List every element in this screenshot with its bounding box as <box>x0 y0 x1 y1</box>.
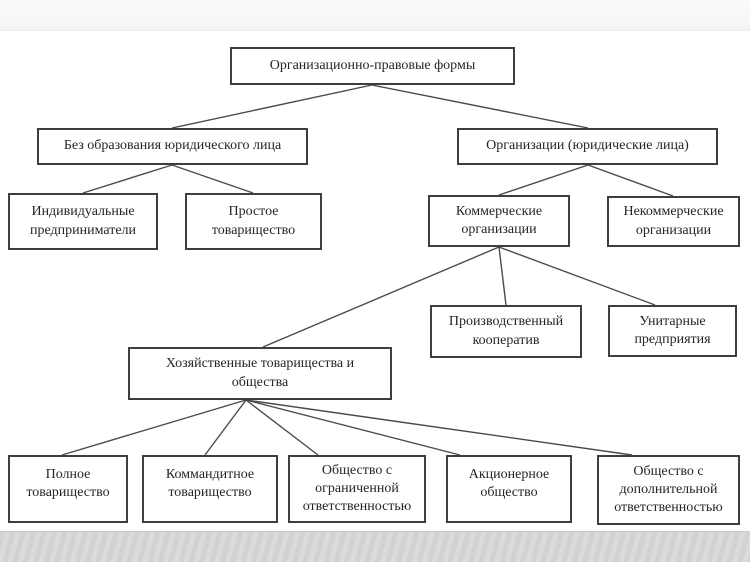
edge-org-noncommercial <box>587 164 674 197</box>
edge-nle-individual <box>82 164 173 194</box>
node-simple-partnership: Простое товарищество <box>185 193 322 250</box>
edge-business-jsc <box>245 399 461 456</box>
node-no-legal-entity-label: Без образования юридического лица <box>63 138 282 154</box>
node-root: Организационно-правовые формы <box>230 47 515 85</box>
node-business-partnerships: Хозяйственные товарищества и общества <box>128 347 392 400</box>
edge-business-limited <box>204 399 247 456</box>
edge-org-commercial <box>498 164 589 196</box>
node-full-partnership-label: Полное товарищество <box>26 467 110 501</box>
edge-root-organizations <box>371 84 589 129</box>
node-individual-entrepreneurs-label: Индивидуальные предприниматели <box>29 204 137 238</box>
node-limited-partnership-label: Коммандитное товарищество <box>165 467 255 501</box>
node-alc: Общество с дополнительной ответственност… <box>597 455 740 525</box>
node-unitary-enterprises-label: Унитарные предприятия <box>634 313 711 347</box>
node-alc-label: Общество с дополнительной ответственност… <box>614 463 723 516</box>
node-noncommercial-orgs: Некоммерческие организации <box>607 196 740 247</box>
node-production-cooperative-label: Производственный кооператив <box>448 314 564 348</box>
node-organizations-label: Организации (юридические лица) <box>486 138 689 154</box>
node-individual-entrepreneurs: Индивидуальные предприниматели <box>8 193 158 250</box>
node-llc-label: Общество с ограниченной ответственностью <box>302 462 412 515</box>
node-limited-partnership: Коммандитное товарищество <box>142 455 278 523</box>
node-simple-partnership-label: Простое товарищество <box>211 204 296 238</box>
node-noncommercial-orgs-label: Некоммерческие организации <box>623 204 724 238</box>
node-root-label: Организационно-правовые формы <box>269 57 476 73</box>
edge-commercial-unitary <box>498 246 656 306</box>
node-llc: Общество с ограниченной ответственностью <box>288 455 426 523</box>
node-commercial-orgs: Коммерческие организации <box>428 195 570 247</box>
node-commercial-orgs-label: Коммерческие организации <box>455 203 543 237</box>
node-jsc: Акционерное общество <box>446 455 572 523</box>
edge-business-llc <box>245 399 319 456</box>
edge-business-full <box>61 399 247 456</box>
bottom-decorative-band <box>0 531 750 562</box>
edge-business-alc <box>245 399 633 456</box>
node-full-partnership: Полное товарищество <box>8 455 128 523</box>
edge-commercial-business <box>262 246 500 348</box>
node-jsc-label: Акционерное общество <box>468 467 550 501</box>
node-unitary-enterprises: Унитарные предприятия <box>608 305 737 357</box>
edge-nle-simple-partnership <box>171 164 254 194</box>
top-decorative-band <box>0 0 750 31</box>
node-production-cooperative: Производственный кооператив <box>430 305 582 358</box>
edge-commercial-prod-coop <box>498 246 507 306</box>
node-business-partnerships-label: Хозяйственные товарищества и общества <box>165 356 355 390</box>
node-no-legal-entity: Без образования юридического лица <box>37 128 308 165</box>
node-organizations: Организации (юридические лица) <box>457 128 718 165</box>
edge-root-no-legal-entity <box>171 84 373 129</box>
